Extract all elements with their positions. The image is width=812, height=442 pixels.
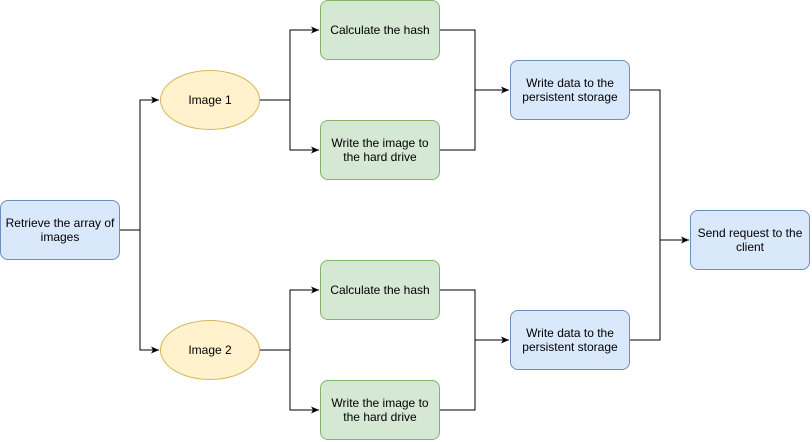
- persistent-storage-node-2: Write data to the persistent storage: [510, 310, 630, 370]
- calculate-hash-label-1: Calculate the hash: [330, 23, 430, 37]
- persistent-storage-label-1: Write data to the persistent storage: [522, 76, 618, 104]
- edge-image2-hash2: [260, 286, 319, 351]
- edge-retrieve-image1: [120, 96, 159, 231]
- retrieve-images-node: Retrieve the array of images: [0, 200, 120, 260]
- write-image-node-2: Write the image to the hard drive: [320, 380, 440, 440]
- write-image-label-2: Write the image to the hard drive: [331, 396, 429, 424]
- edge-persist1-send: [630, 89, 689, 244]
- calculate-hash-node-1: Calculate the hash: [320, 0, 440, 60]
- send-request-label: Send request to the client: [697, 226, 803, 254]
- write-image-label-1: Write the image to the hard drive: [331, 136, 429, 164]
- edge-persist2-send: [630, 240, 661, 341]
- image-1-node: Image 1: [160, 70, 260, 130]
- send-request-node: Send request to the client: [690, 210, 810, 270]
- edge-hash1-persist1: [440, 29, 509, 94]
- write-image-node-1: Write the image to the hard drive: [320, 120, 440, 180]
- edge-hash2-persist2: [440, 289, 509, 344]
- persistent-storage-label-2: Write data to the persistent storage: [522, 326, 618, 354]
- calculate-hash-label-2: Calculate the hash: [330, 283, 430, 297]
- calculate-hash-node-2: Calculate the hash: [320, 260, 440, 320]
- image-2-node: Image 2: [160, 320, 260, 380]
- image-2-label: Image 2: [188, 343, 232, 357]
- edge-write2-persist2: [440, 340, 476, 411]
- persistent-storage-node-1: Write data to the persistent storage: [510, 60, 630, 120]
- edge-write1-persist1: [440, 90, 476, 151]
- edge-image1-hash1: [260, 26, 319, 101]
- image-1-label: Image 1: [188, 93, 232, 107]
- edge-retrieve-image2: [120, 229, 159, 354]
- edge-image1-write1: [260, 99, 319, 154]
- retrieve-images-label: Retrieve the array of images: [5, 216, 115, 244]
- edge-image2-write2: [260, 349, 319, 414]
